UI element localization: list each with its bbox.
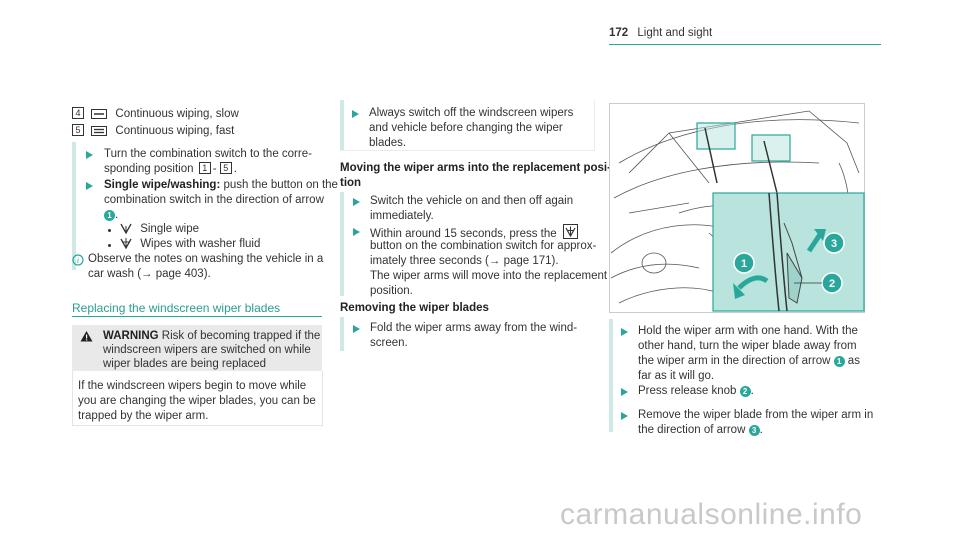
removing-heading: Removing the wiper blades: [340, 302, 489, 314]
arrow-number-1: 1: [104, 210, 115, 221]
remove-line2: the direction of arrow 3.: [638, 424, 763, 436]
sub-washer: Wipes with washer fluid: [118, 237, 260, 252]
knob-number-2: 2: [739, 386, 751, 397]
press-knob-line: Press release knob 2.: [638, 385, 754, 397]
remove-line1: Remove the wiper blade from the wiper ar…: [638, 409, 874, 421]
step-bar: [72, 142, 76, 270]
svg-text:i: i: [77, 256, 79, 265]
figure-callout-3: 3: [823, 232, 845, 254]
warning-triangle-icon: [80, 331, 93, 342]
key-1: 1: [198, 162, 211, 174]
svg-text:2: 2: [829, 278, 835, 290]
step-single-wipe-line3: 1.: [104, 208, 118, 223]
caution-line1: Always switch off the windscreen wipers: [369, 107, 574, 119]
svg-text:1: 1: [741, 258, 747, 270]
continuous-fast-icon: [91, 126, 108, 136]
fold-line2: screen.: [370, 337, 408, 349]
section-title: Replacing the windscreen wiper blades: [72, 301, 281, 315]
moving-heading-line2: tion: [340, 177, 362, 189]
step-bar: [340, 317, 344, 351]
warning-line3: wiper blades are being replaced: [103, 358, 267, 370]
step-turn-switch-line1: Turn the combination switch to the corre…: [104, 148, 312, 160]
key-5b: 5: [219, 162, 232, 174]
svg-text:3: 3: [831, 238, 837, 250]
fold-line1: Fold the wiper arms away from the wind‐: [370, 322, 578, 334]
step-bar: [609, 319, 613, 432]
step-arrow-icon: [621, 328, 628, 336]
continuous-slow-icon: [91, 109, 108, 119]
warning-body-line2: you are changing the wiper blades, you c…: [78, 395, 316, 407]
note-line2: car wash (→ page 403).: [88, 268, 211, 280]
switch-on-line1: Switch the vehicle on and then off again: [370, 195, 574, 207]
washer-button-icon: [562, 224, 578, 239]
moving-heading-line1: Moving the wiper arms into the replaceme…: [340, 162, 611, 174]
step-single-wipe-line1: Single wipe/washing: push the button on …: [104, 179, 338, 191]
step-arrow-icon: [353, 198, 360, 206]
section-rule: [72, 316, 322, 317]
step-arrow-icon: [621, 412, 628, 420]
washer-fluid-icon: [120, 238, 132, 249]
step-bar: [340, 192, 344, 296]
note-line1: Observe the notes on washing the vehicle…: [88, 253, 324, 265]
warning-body-line1: If the windscreen wipers begin to move w…: [78, 380, 307, 392]
warning-line1: WARNING Risk of becoming trapped if the: [103, 330, 321, 342]
warning-line2: windscreen wipers are switched on while: [103, 344, 311, 356]
single-wipe-icon: [120, 223, 132, 234]
hold-line1: Hold the wiper arm with one hand. With t…: [638, 325, 858, 337]
step-arrow-icon: [86, 182, 93, 190]
figure-callout-2: 2: [794, 272, 843, 294]
step-arrow-icon: [353, 228, 360, 236]
figure-callout-1: 1: [733, 252, 755, 274]
within-line2: button on the combination switch for app…: [370, 240, 597, 252]
hold-line2: other hand, turn the wiper blade away fr…: [638, 340, 857, 352]
step-single-wipe-line2: combination switch in the direction of a…: [104, 194, 324, 206]
within-line3: imately three seconds (→ page 171).: [370, 255, 559, 267]
page-header: 172 Light and sight: [609, 26, 712, 41]
step-arrow-icon: [86, 151, 93, 159]
bullet-icon: [108, 229, 111, 232]
position-5-label: Continuous wiping, fast: [115, 125, 235, 137]
position-5-row: 5 Continuous wiping, fast: [72, 124, 234, 139]
hold-line3: the wiper arm in the direction of arrow …: [638, 355, 860, 367]
page-number: 172: [609, 27, 629, 39]
header-rule: [609, 44, 881, 45]
page-header-title: Light and sight: [637, 27, 713, 39]
hold-line4: far as it will go.: [638, 370, 715, 382]
key-5: 5: [72, 124, 84, 136]
watermark: carmanualsonline.info: [560, 498, 863, 531]
caution-line2: and vehicle before changing the wiper: [369, 122, 563, 134]
sub-single-wipe: Single wipe: [118, 222, 199, 237]
within-line5: position.: [370, 285, 413, 297]
step-arrow-icon: [621, 388, 628, 396]
step-turn-switch-line2: sponding position 1‑ 5.: [104, 162, 237, 175]
caution-line3: blades.: [369, 137, 407, 149]
bullet-icon: [108, 244, 111, 247]
within-line4: The wiper arms will move into the replac…: [370, 270, 608, 282]
wiper-replacement-figure: 1 2 3: [609, 103, 865, 313]
warning-header-box: [72, 325, 322, 371]
caution-bar: [340, 100, 344, 150]
step-arrow-icon: [352, 110, 359, 118]
within-line1: Within around 15 seconds, press the: [370, 224, 583, 242]
warning-body-line3: trapped by the wiper arm.: [78, 410, 209, 422]
warning-body-box: [72, 371, 323, 426]
switch-on-line2: immediately.: [370, 210, 434, 222]
position-4-row: 4 Continuous wiping, slow: [72, 107, 239, 122]
step-arrow-icon: [353, 325, 360, 333]
position-4-label: Continuous wiping, slow: [115, 108, 239, 120]
arrow-number-3: 3: [748, 425, 760, 436]
arrow-number-1: 1: [833, 356, 845, 367]
info-icon: i: [72, 254, 84, 266]
key-4: 4: [72, 107, 84, 119]
